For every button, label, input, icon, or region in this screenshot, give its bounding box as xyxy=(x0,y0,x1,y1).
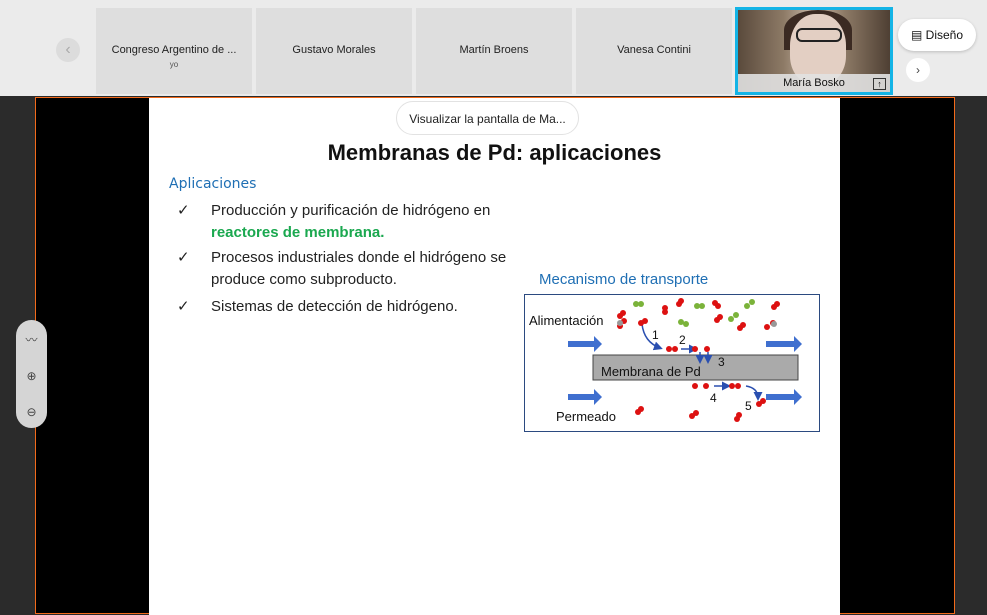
video-figure-glasses xyxy=(796,28,842,42)
section-heading: Aplicaciones xyxy=(169,176,257,192)
next-participants-button[interactable]: › xyxy=(906,58,930,82)
check-icon: ✓ xyxy=(177,298,190,315)
participant-tile[interactable]: Vanesa Contini xyxy=(576,8,732,94)
video-figure-face xyxy=(790,14,846,84)
bullet-item: ✓ Procesos industriales donde el hidrógen… xyxy=(177,247,541,291)
participant-tile[interactable]: Martín Broens xyxy=(416,8,572,94)
participants-bar: ‹ Congreso Argentino de ... yo Gustavo Mo… xyxy=(0,0,987,96)
membrane-label: Membrana de Pd xyxy=(601,364,701,379)
draw-icon[interactable]: 〰 xyxy=(25,333,38,347)
zoom-in-icon[interactable]: ⊕ xyxy=(26,369,37,383)
bullet-item: ✓ Producción y purificación de hidrógeno … xyxy=(177,200,541,244)
step-label: 2 xyxy=(679,333,686,347)
flow-arrows xyxy=(568,336,802,405)
step-label: 1 xyxy=(652,328,659,342)
participant-self-label: yo xyxy=(169,60,179,69)
participant-name: Congreso Argentino de ... xyxy=(111,44,237,56)
participant-tile[interactable]: Congreso Argentino de ... yo xyxy=(96,8,252,94)
bullet-highlight: reactores de membrana. xyxy=(211,224,385,241)
step-label: 3 xyxy=(718,355,725,369)
bullet-item: ✓ Sistemas de detección de hidrógeno. xyxy=(177,296,541,318)
active-speaker-video[interactable]: María Bosko ↑ xyxy=(735,7,893,95)
prev-participants-button[interactable]: ‹ xyxy=(56,38,80,62)
participant-name: Martín Broens xyxy=(459,44,529,56)
hydrogen-molecules xyxy=(617,298,780,422)
step-label: 5 xyxy=(745,399,752,413)
step-labels: 1 2 3 4 5 xyxy=(652,328,752,413)
layout-button-label: Diseño xyxy=(925,28,964,42)
layout-button[interactable]: ▤ Diseño xyxy=(898,19,976,51)
diagram-title: Mecanismo de transporte xyxy=(539,271,709,288)
feed-label: Alimentación xyxy=(529,313,603,328)
bullet-text: Procesos industriales donde el hidrógeno… xyxy=(211,249,507,288)
video-name: María Bosko xyxy=(738,74,890,92)
step-arrows xyxy=(641,323,763,401)
step-label: 4 xyxy=(710,391,717,405)
slide-title: Membranas de Pd: aplicaciones xyxy=(327,140,662,165)
other-gas-molecules xyxy=(617,299,777,327)
screen-share-tooltip: Visualizar la pantalla de Ma... xyxy=(396,101,579,135)
permeate-label: Permeado xyxy=(556,409,616,424)
calendar-layout-icon: ▤ xyxy=(910,28,926,42)
participant-name: Gustavo Morales xyxy=(292,44,376,56)
participant-tile[interactable]: Gustavo Morales xyxy=(256,8,412,94)
zoom-out-icon[interactable]: ⊖ xyxy=(26,405,37,419)
participant-name: Vanesa Contini xyxy=(617,44,691,56)
slide: Membranas de Pd: aplicaciones Aplicacion… xyxy=(149,98,840,615)
transport-diagram: Membrana de Pd Alimentación Permeado 1 2… xyxy=(524,294,820,432)
bullet-text: Producción y purificación de hidrógeno e… xyxy=(211,202,491,219)
bullet-text: Sistemas de detección de hidrógeno. xyxy=(211,298,458,315)
share-screen-icon[interactable]: ↑ xyxy=(873,78,886,90)
check-icon: ✓ xyxy=(177,249,190,266)
check-icon: ✓ xyxy=(177,202,190,219)
annotation-toolbar: 〰 ⊕ ⊖ xyxy=(16,320,47,428)
